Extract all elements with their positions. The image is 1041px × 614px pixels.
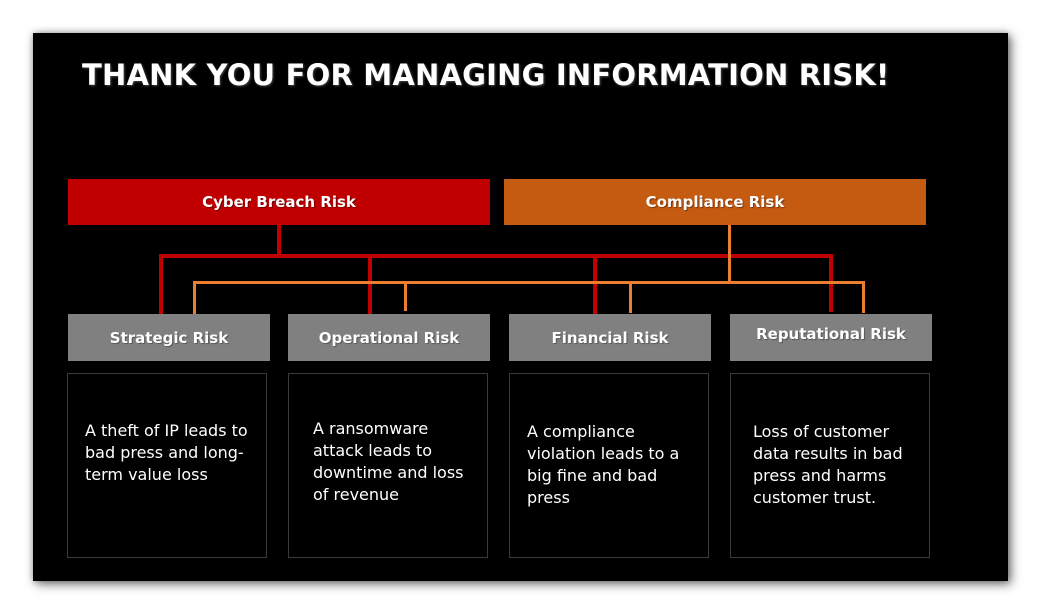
compliance-connector-strategic [193, 281, 196, 314]
financial-risk-description-box: A compliance violation leads to a big fi… [509, 373, 709, 558]
cyber-connector-strategic [159, 254, 163, 314]
compliance-connector-reputational [862, 281, 865, 313]
cyber-breach-risk-label: Cyber Breach Risk [202, 193, 356, 211]
cyber-connector-operational [368, 254, 372, 314]
operational-risk-description-box: A ransomware attack leads to downtime an… [288, 373, 488, 558]
slide-title: THANK YOU FOR MANAGING INFORMATION RISK! [82, 58, 890, 92]
compliance-connector-financial [629, 281, 632, 313]
strategic-risk-box: Strategic Risk [68, 314, 270, 361]
financial-risk-description: A compliance violation leads to a big fi… [527, 422, 680, 507]
operational-risk-box: Operational Risk [288, 314, 490, 361]
reputational-risk-description-box: Loss of customer data results in bad pre… [730, 373, 930, 558]
financial-risk-box: Financial Risk [509, 314, 711, 361]
cyber-connector-financial [593, 254, 597, 314]
compliance-risk-label: Compliance Risk [645, 193, 785, 211]
cyber-breach-risk-box: Cyber Breach Risk [68, 179, 490, 225]
strategic-risk-description-box: A theft of IP leads to bad press and lon… [67, 373, 267, 558]
compliance-connector-stem [728, 225, 731, 284]
cyber-connector-stem [277, 225, 281, 258]
reputational-risk-box: Reputational Risk [730, 314, 932, 361]
compliance-connector-bus [193, 281, 865, 284]
cyber-connector-bus [159, 254, 833, 258]
reputational-risk-label: Reputational Risk [756, 325, 906, 343]
strategic-risk-label: Strategic Risk [109, 328, 229, 347]
reputational-risk-description: Loss of customer data results in bad pre… [753, 422, 903, 507]
operational-risk-label: Operational Risk [318, 328, 460, 347]
strategic-risk-description: A theft of IP leads to bad press and lon… [85, 421, 248, 484]
compliance-connector-operational [404, 281, 407, 311]
financial-risk-label: Financial Risk [551, 328, 669, 347]
compliance-risk-box: Compliance Risk [504, 179, 926, 225]
operational-risk-description: A ransomware attack leads to downtime an… [313, 419, 464, 504]
